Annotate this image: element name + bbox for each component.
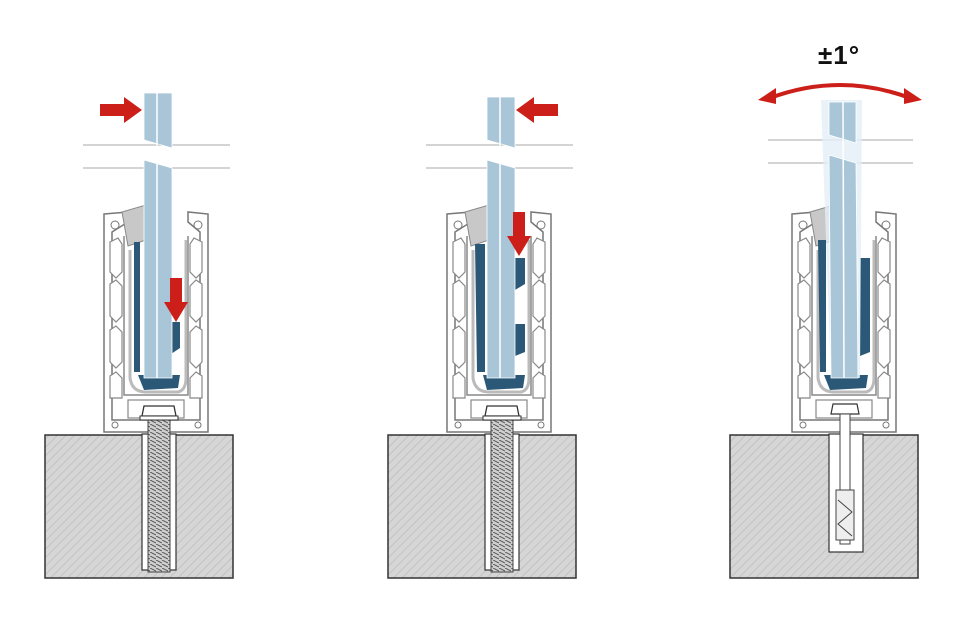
gasket-right [860,258,870,356]
panel-1 [44,92,234,579]
gasket-bottom [483,375,525,390]
concrete-base [387,434,577,579]
gasket-bottom [824,375,868,390]
panel-2 [387,96,577,579]
gasket-bottom [138,375,180,390]
arrow-down-icon [507,212,531,256]
concrete-base [44,434,234,579]
gasket-right-upper [515,258,525,290]
glass-pane [486,96,516,379]
gasket-left [818,240,826,372]
gasket-left [475,244,485,372]
tilt-arrow-icon [758,83,922,104]
gasket-left [134,242,140,372]
expansion-anchor [830,403,860,545]
panel-3 [729,100,919,579]
gasket-right-lower [515,324,525,356]
tilt-angle-label: ±1° [818,40,861,70]
arrow-down-icon [164,278,188,322]
concrete-base [729,434,919,579]
arrow-push-left-icon [516,97,558,123]
glass-pane [143,92,173,379]
arrow-push-right-icon [100,97,142,123]
